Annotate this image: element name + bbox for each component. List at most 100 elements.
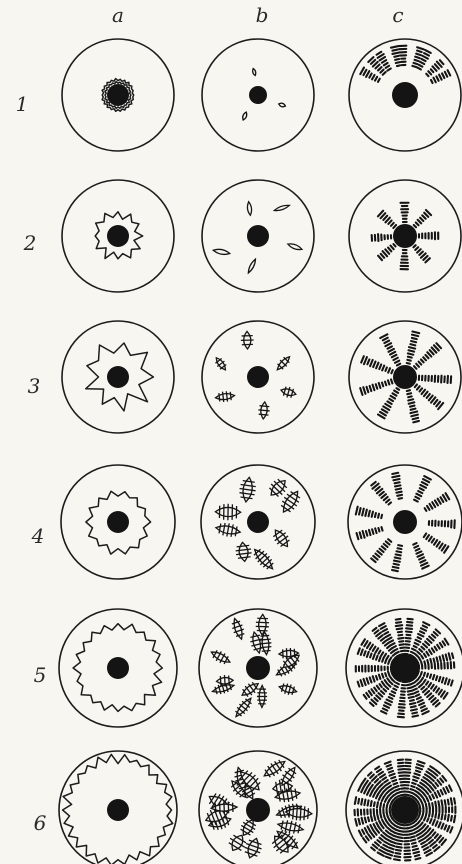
ray-dash <box>427 837 431 841</box>
radial-ray <box>414 476 431 501</box>
ray-dash <box>409 833 413 834</box>
crystal-hatch <box>228 802 229 814</box>
ray-dash <box>422 482 428 485</box>
ray-dash <box>448 815 449 821</box>
ray-dash <box>438 822 440 827</box>
ray-dash <box>370 677 372 682</box>
ray-dash <box>395 361 399 363</box>
ray-dash <box>392 473 398 474</box>
ray-dash <box>381 711 386 713</box>
ray-dash <box>415 855 419 856</box>
ray-dash <box>400 648 404 649</box>
ray-dash <box>360 532 362 538</box>
ray-dash <box>408 691 412 692</box>
ray-dash <box>358 785 361 791</box>
nucleus <box>391 796 419 824</box>
ray-dash <box>426 804 427 809</box>
ray-dash <box>392 476 399 477</box>
ray-dash <box>417 249 421 252</box>
ray-dash <box>387 656 389 659</box>
ray-dash <box>416 771 420 772</box>
ray-dash <box>423 256 427 260</box>
ray-dash <box>383 708 387 710</box>
ray-dash <box>407 390 410 391</box>
ray-dash <box>418 634 423 637</box>
ray-dash <box>362 509 364 516</box>
ray-dash <box>415 679 418 682</box>
ray-dash <box>381 814 382 817</box>
ray-dash <box>426 535 429 539</box>
ray-dash <box>414 500 418 502</box>
crystal <box>253 68 256 75</box>
ray-dash <box>450 827 452 832</box>
ray-dash <box>386 500 389 503</box>
ray-dash <box>423 357 426 360</box>
ray-dash <box>436 688 439 692</box>
ray-dash <box>370 825 373 830</box>
ray-dash <box>397 792 401 793</box>
ray-dash <box>376 695 380 699</box>
sample-a-2 <box>62 180 174 292</box>
ray-dash <box>448 680 450 685</box>
ray-dash <box>368 772 371 775</box>
ray-dash <box>397 65 400 66</box>
ray-dash <box>382 409 387 412</box>
ray-dash <box>423 622 429 625</box>
ray-dash <box>425 850 431 853</box>
ray-dash <box>375 77 377 81</box>
ray-dash <box>411 709 417 710</box>
crystal <box>243 112 247 120</box>
radial-ray <box>414 210 431 227</box>
ray-dash <box>379 821 381 825</box>
ray-dash <box>419 657 421 660</box>
crystal-hatch <box>220 802 221 814</box>
ray-dash <box>365 818 366 823</box>
ray-dash <box>408 357 412 358</box>
ray-dash <box>375 513 376 517</box>
ray-dash <box>421 656 423 659</box>
ray-dash <box>385 343 391 346</box>
ray-dash <box>390 643 394 645</box>
ray-dash <box>368 834 371 838</box>
sample-a-6 <box>59 751 177 864</box>
ray-dash <box>367 783 370 788</box>
sample-a-5 <box>59 609 177 727</box>
ray-dash <box>416 833 420 835</box>
ray-dash <box>415 654 418 656</box>
crystal-hatch <box>224 801 225 813</box>
ray-dash <box>373 845 378 849</box>
ray-dash <box>414 852 419 853</box>
ray-dash <box>363 387 365 393</box>
ray-dash <box>384 544 388 547</box>
ray-dash <box>425 508 427 511</box>
ray-dash <box>425 691 429 695</box>
crystal-hatch <box>229 676 230 686</box>
ray-dash <box>424 476 431 479</box>
ray-dash <box>366 531 367 536</box>
ray-dash <box>375 779 378 782</box>
ray-dash <box>376 828 379 832</box>
ray-dash <box>398 638 403 639</box>
ray-dash <box>445 72 447 77</box>
column-label-b: b <box>256 3 269 27</box>
ray-dash <box>410 700 414 701</box>
ray-dash <box>421 706 425 708</box>
ray-dash <box>382 658 383 662</box>
ray-dash <box>436 676 437 680</box>
ray-dash <box>366 71 369 77</box>
ray-dash <box>386 791 389 794</box>
ray-dash <box>415 831 419 833</box>
ray-dash <box>449 785 452 790</box>
ray-dash <box>389 848 394 850</box>
ray-dash <box>409 830 412 831</box>
ray-dash <box>381 515 382 518</box>
ray-dash <box>372 75 374 79</box>
ray-dash <box>367 789 370 795</box>
nucleus <box>107 799 129 821</box>
ray-dash <box>413 245 415 247</box>
ray-dash <box>407 684 411 685</box>
ray-dash <box>390 677 392 680</box>
ray-dash <box>386 541 390 544</box>
radial-ray <box>378 388 399 418</box>
ray-dash <box>371 558 375 562</box>
